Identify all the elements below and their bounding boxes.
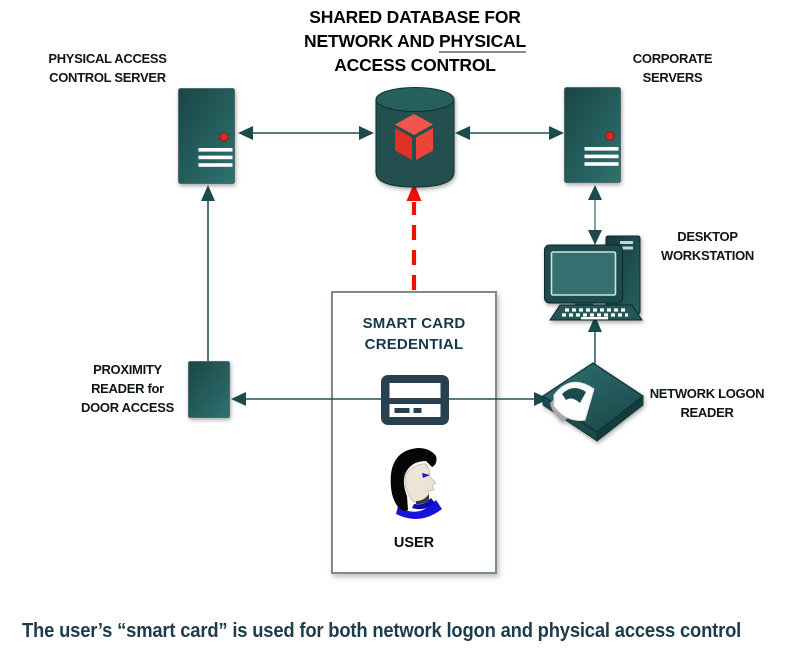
label-proximity-reader: PROXIMITY READER for DOOR ACCESS bbox=[80, 362, 174, 415]
label-physical-access-control-server: PHYSICAL ACCESS CONTROL SERVER bbox=[48, 51, 167, 85]
title-line-3: ACCESS CONTROL bbox=[334, 55, 496, 75]
caption-text: The user’s “smart card” is used for both… bbox=[22, 620, 742, 642]
person-profile-icon bbox=[390, 448, 442, 519]
underlined-word: PHYSICAL bbox=[439, 31, 526, 53]
smart-card-icon bbox=[381, 375, 449, 425]
proximity-reader-icon bbox=[188, 361, 230, 418]
arrow-pacs-database bbox=[238, 126, 374, 140]
desktop-workstation-icon bbox=[544, 235, 643, 321]
arrow-reader-workstation bbox=[588, 316, 602, 366]
label-corporate-servers: CORPORATE SERVERS bbox=[632, 51, 713, 85]
label-network-logon-reader: NETWORK LOGON READER bbox=[649, 386, 765, 420]
smart-card-credential-box bbox=[331, 291, 497, 574]
diagram-title: SHARED DATABASE FOR NETWORK AND PHYSICAL… bbox=[245, 5, 585, 77]
server-icon bbox=[178, 88, 235, 184]
face bbox=[404, 463, 437, 504]
arrow-database-corporate bbox=[455, 126, 564, 140]
title-line-2: NETWORK AND PHYSICAL bbox=[304, 31, 526, 53]
label-user: USER bbox=[393, 535, 435, 551]
eye bbox=[422, 473, 430, 478]
red-dashed-arrow-smartcard-database bbox=[406, 183, 422, 290]
chin-shadow bbox=[416, 494, 429, 505]
label-desktop-workstation: DESKTOP WORKSTATION bbox=[661, 229, 754, 263]
screen bbox=[550, 251, 617, 296]
card-reader-icon bbox=[541, 362, 645, 442]
server-icon bbox=[564, 87, 621, 183]
hair bbox=[390, 448, 437, 511]
collar bbox=[396, 500, 442, 519]
status-dot bbox=[219, 132, 229, 142]
status-dot bbox=[605, 131, 615, 141]
arrow-proximity-pacs bbox=[201, 185, 215, 361]
database-icon bbox=[375, 87, 455, 188]
reader-slot-arch bbox=[562, 387, 586, 403]
collar-front bbox=[412, 498, 435, 510]
title-line-1: SHARED DATABASE FOR bbox=[309, 7, 521, 27]
red-cube-icon bbox=[395, 114, 433, 160]
label-smart-card-credential: SMART CARD CREDENTIAL bbox=[362, 315, 466, 353]
